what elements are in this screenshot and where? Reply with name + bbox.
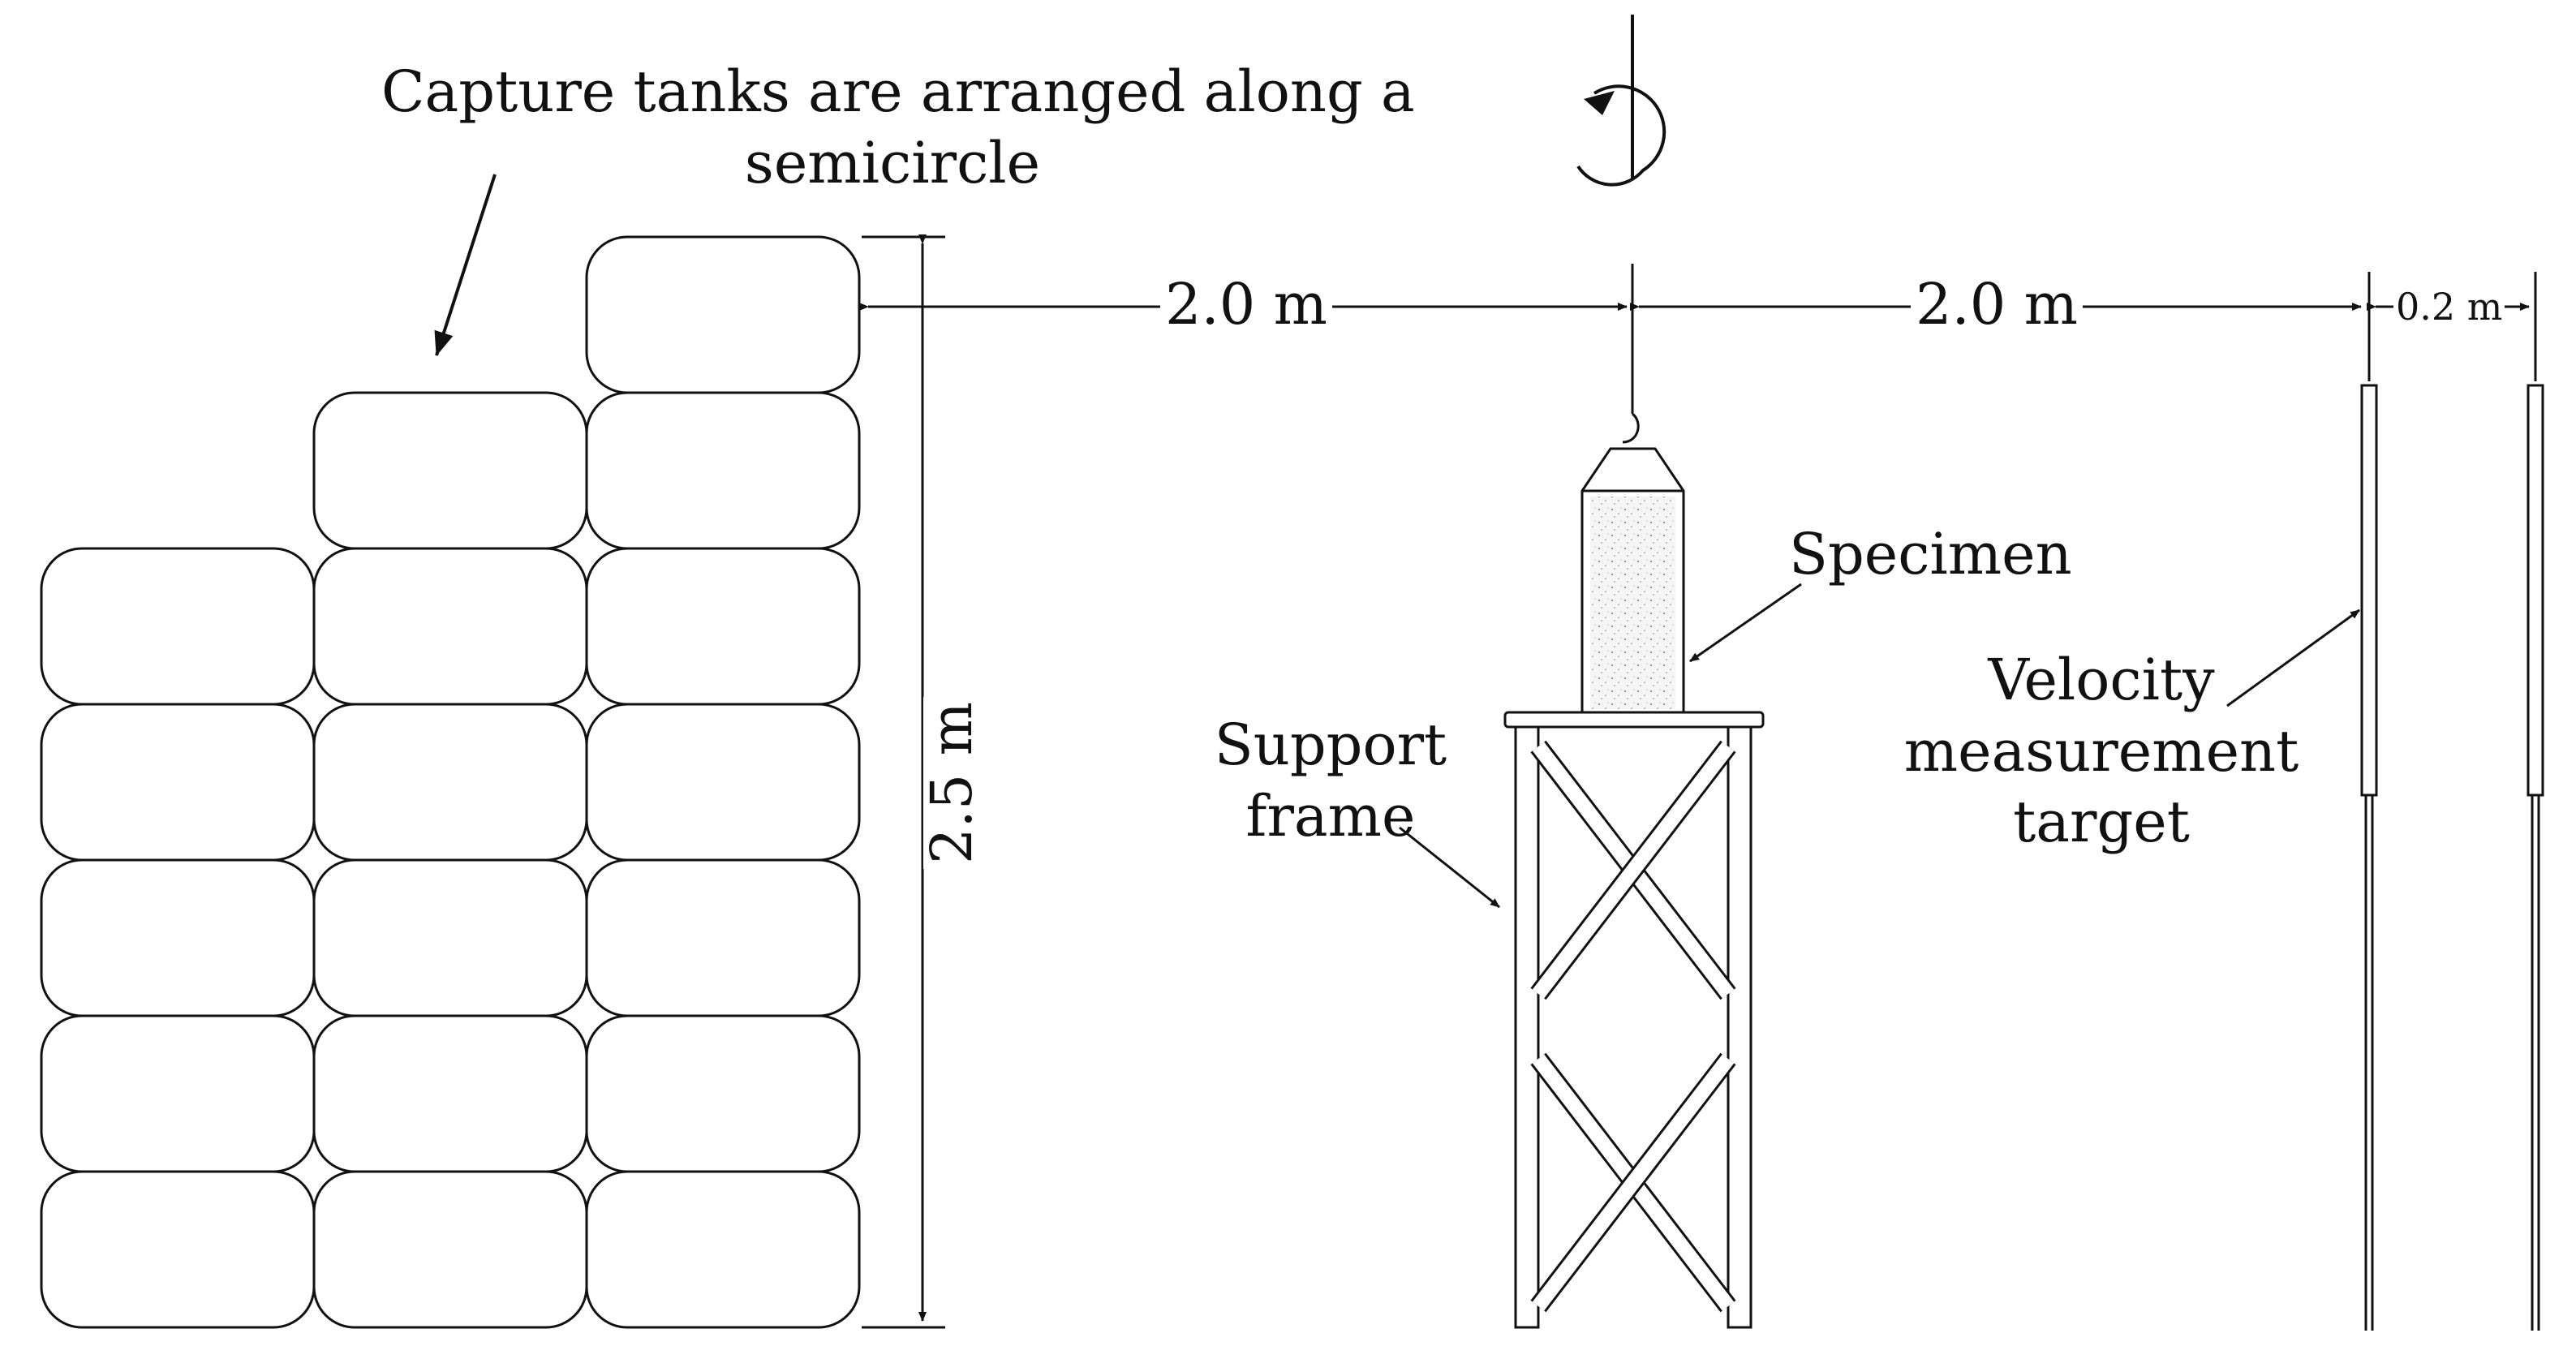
tank xyxy=(585,235,861,394)
velocity-target-2 xyxy=(2527,384,2544,1331)
tank xyxy=(312,858,588,1017)
tank xyxy=(312,391,588,550)
tank xyxy=(312,547,588,706)
right-distance-label: 2.0 m xyxy=(1911,276,2083,333)
tank xyxy=(585,1170,861,1329)
capture-tanks-label-line2: semicircle xyxy=(744,129,1041,196)
tank xyxy=(40,703,316,862)
capture-tanks-pointer-arrow xyxy=(434,174,497,356)
tank xyxy=(585,703,861,862)
tank xyxy=(585,1014,861,1173)
specimen xyxy=(1580,412,1685,714)
velocity-target-label-line1: Velocity xyxy=(1988,647,2215,713)
specimen-label: Specimen xyxy=(1789,521,2072,587)
support-frame-pointer-arrow xyxy=(1399,826,1500,909)
left-distance-label: 2.0 m xyxy=(1160,276,1332,333)
support-frame-label: Support frame xyxy=(1176,710,1485,852)
tank xyxy=(585,391,861,550)
tank xyxy=(40,547,316,706)
velocity-target-1 xyxy=(2360,384,2378,1331)
capture-tanks xyxy=(40,235,861,1329)
tank xyxy=(312,1170,588,1329)
support-frame-label-line2: frame xyxy=(1245,782,1416,849)
tank xyxy=(40,1170,316,1329)
velocity-target-label-line2: measurement xyxy=(1903,717,2299,785)
support-frame-label-line1: Support xyxy=(1214,712,1447,778)
tank xyxy=(312,703,588,862)
target-gap-label: 0.2 m xyxy=(2393,288,2505,325)
capture-tanks-label-line1: Capture tanks are arranged along a xyxy=(381,58,1415,125)
tank xyxy=(585,547,861,706)
tank xyxy=(40,858,316,1017)
velocity-target-label-line3: target xyxy=(2013,789,2190,855)
tank-height-label: 2.5 m xyxy=(918,697,985,869)
capture-tanks-label: Capture tanks are arranged along a semic… xyxy=(381,57,1415,199)
specimen-pointer-arrow xyxy=(1689,583,1802,663)
tank-height-dimension xyxy=(862,234,945,1329)
support-frame xyxy=(1503,711,1765,1329)
tank xyxy=(585,858,861,1017)
tank xyxy=(312,1014,588,1173)
tank xyxy=(40,1014,316,1173)
velocity-pointer-arrow xyxy=(2226,609,2360,707)
velocity-target-label: Velocity measurement target xyxy=(1890,645,2312,858)
rotation-icon xyxy=(1576,15,1666,187)
